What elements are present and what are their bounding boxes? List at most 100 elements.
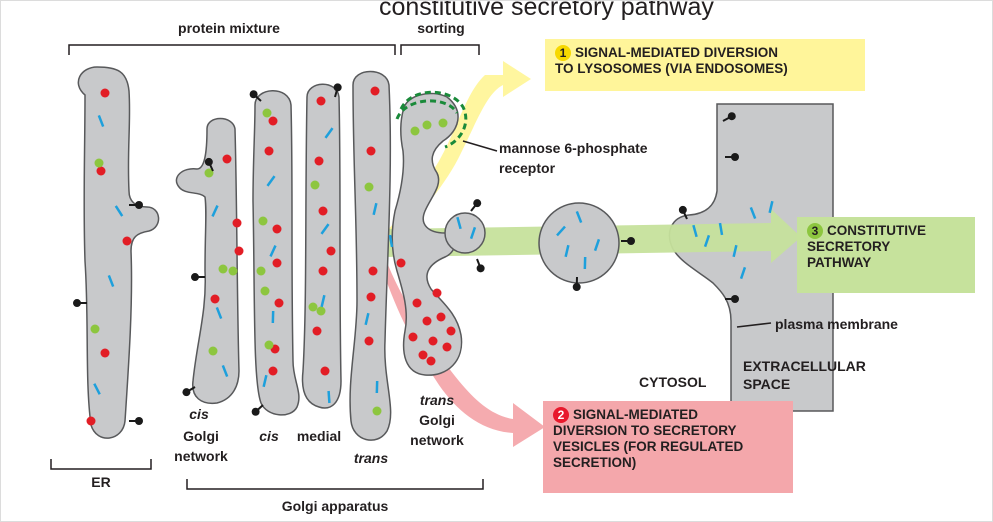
receptor	[249, 90, 258, 99]
receptor	[73, 299, 82, 308]
red-protein	[426, 356, 436, 366]
green-protein	[94, 158, 104, 168]
green-protein	[260, 286, 270, 296]
blue-protein	[327, 390, 331, 404]
golgi-apparatus-label: Golgi apparatus	[282, 498, 389, 514]
red-protein	[370, 86, 380, 96]
blue-protein	[692, 224, 698, 238]
cytosol-label: CYTOSOL	[639, 374, 707, 390]
blue-protein	[324, 127, 334, 139]
protein-particles	[73, 83, 774, 426]
red-protein	[316, 96, 326, 106]
red-protein	[210, 294, 220, 304]
receptor	[135, 201, 143, 209]
green-protein	[264, 340, 274, 350]
red-protein	[364, 336, 374, 346]
pathway-2-line2: DIVERSION TO SECRETORY	[553, 423, 737, 438]
red-protein	[232, 218, 242, 228]
red-protein	[436, 312, 446, 322]
red-protein	[268, 116, 278, 126]
red-protein	[96, 166, 106, 176]
budding-vesicle	[444, 212, 486, 254]
green-protein	[422, 120, 432, 130]
pathway-1-box: 1 SIGNAL-MEDIATED DIVERSION TO LYSOSOMES …	[545, 39, 865, 91]
red-protein	[272, 224, 282, 234]
blue-protein	[456, 216, 462, 230]
trans-network-label-line1: trans	[420, 392, 454, 408]
blue-protein	[703, 234, 711, 248]
medial-cisterna	[301, 83, 342, 409]
transport-vesicle	[538, 202, 620, 284]
red-protein	[318, 266, 328, 276]
red-protein	[234, 246, 244, 256]
mannose-receptor-pointer	[462, 140, 498, 152]
red-protein	[366, 146, 376, 156]
green-protein	[262, 108, 272, 118]
receptor	[135, 417, 143, 425]
extracellular-label-line1: EXTRACELLULAR	[743, 358, 866, 374]
blue-protein	[262, 374, 268, 388]
red-protein	[442, 342, 452, 352]
pathway-2-line1: SIGNAL-MEDIATED	[573, 407, 698, 422]
red-protein	[86, 416, 96, 426]
blue-protein	[93, 383, 101, 395]
clathrin-coat	[395, 90, 468, 149]
red-protein	[428, 336, 438, 346]
green-protein	[208, 346, 218, 356]
receptor	[678, 205, 687, 214]
red-protein	[422, 316, 432, 326]
pathway-3-line1: CONSTITUTIVE	[827, 223, 927, 238]
er-label: ER	[91, 474, 110, 490]
receptor	[731, 295, 739, 303]
blue-protein	[564, 244, 570, 258]
er-compartment	[77, 66, 160, 439]
red-protein	[100, 88, 110, 98]
pathway-1-number: 1	[555, 45, 571, 61]
cis-cisterna-label: cis	[259, 428, 279, 444]
blue-protein	[718, 222, 724, 236]
blue-protein	[372, 202, 378, 216]
mannose-receptor-label-line2: receptor	[499, 160, 556, 176]
pathway-1-line2: TO LYSOSOMES (VIA ENDOSOMES)	[555, 61, 788, 76]
blue-protein	[269, 245, 277, 257]
blue-protein	[749, 206, 757, 220]
red-protein	[408, 332, 418, 342]
green-protein	[204, 168, 214, 178]
red-protein	[366, 292, 376, 302]
receptor	[727, 112, 736, 121]
blue-protein	[114, 205, 124, 217]
blue-protein	[556, 225, 566, 237]
receptor	[473, 199, 482, 208]
sorting-bracket	[400, 44, 480, 55]
er-bracket	[50, 459, 152, 470]
red-protein	[272, 258, 282, 268]
red-protein	[222, 154, 232, 164]
protein-mixture-bracket	[68, 44, 396, 55]
trans-golgi-network	[391, 92, 463, 376]
red-protein	[418, 350, 428, 360]
blue-protein	[107, 274, 115, 288]
green-protein	[256, 266, 266, 276]
green-protein	[438, 118, 448, 128]
receptor	[333, 83, 342, 92]
green-protein	[316, 306, 326, 316]
red-protein	[274, 298, 284, 308]
cis-cisterna	[252, 90, 300, 416]
red-protein	[432, 288, 442, 298]
green-protein	[310, 180, 320, 190]
blue-protein	[320, 223, 330, 235]
blue-protein	[768, 200, 774, 214]
blue-protein	[97, 114, 105, 128]
green-protein	[258, 216, 268, 226]
extracellular-label-line2: SPACE	[743, 376, 790, 392]
receptor	[204, 157, 213, 166]
blue-protein	[215, 306, 223, 320]
red-protein	[368, 266, 378, 276]
red-protein	[314, 156, 324, 166]
pathway-1-line1: SIGNAL-MEDIATED DIVERSION	[575, 45, 779, 60]
trans-network-label-line3: network	[410, 432, 464, 448]
receptor	[476, 264, 485, 273]
pathway-3-line3: PATHWAY	[807, 255, 872, 270]
